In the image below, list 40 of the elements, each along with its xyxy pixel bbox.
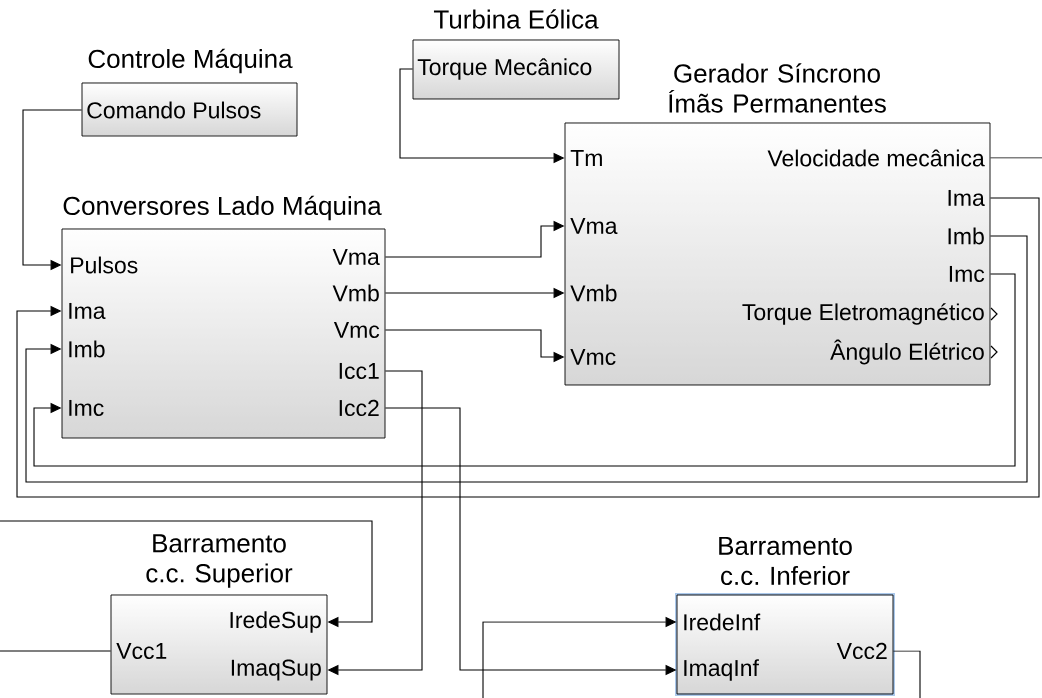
port-label: Comando Pulsos bbox=[87, 101, 261, 119]
port-label: Torque Mecânico bbox=[417, 58, 592, 80]
port-label: Vma bbox=[570, 217, 618, 234]
block-title: Barramento c.c. Superior bbox=[146, 534, 293, 588]
port-label: Vma bbox=[332, 248, 380, 265]
block-title: Conversores Lado Máquina bbox=[63, 195, 382, 221]
port-label: Torque Eletromagnético bbox=[742, 303, 984, 325]
port-label: Imb bbox=[69, 340, 105, 358]
port-label: Ima bbox=[948, 189, 985, 206]
port-label: Velocidade mecânica bbox=[767, 149, 985, 167]
port-label: Imb bbox=[948, 227, 984, 245]
port-label: Imc bbox=[949, 265, 985, 282]
port-label: Vcc2 bbox=[836, 642, 887, 660]
port-label: IredeInf bbox=[684, 613, 761, 631]
port-label: Imc bbox=[69, 399, 104, 416]
port-label: Vcc1 bbox=[116, 642, 167, 659]
port-label: Vmb bbox=[332, 284, 379, 302]
port-label: Icc1 bbox=[339, 362, 379, 379]
port-label: Icc2 bbox=[339, 399, 379, 417]
signal-line bbox=[33, 273, 1016, 467]
port-label: Vmc bbox=[333, 321, 380, 338]
signal-line bbox=[989, 157, 1042, 159]
port-label: Ima bbox=[69, 302, 106, 319]
signal-line bbox=[892, 650, 921, 698]
port-label: IredeSup bbox=[230, 611, 321, 633]
port-label: Tm bbox=[570, 150, 602, 166]
signal-line bbox=[0, 520, 373, 628]
port-label: ImaqInf bbox=[684, 659, 759, 681]
signal-line bbox=[25, 235, 1028, 483]
port-label: Vmc bbox=[570, 348, 616, 365]
block-title: Turbina Eólica bbox=[433, 9, 599, 29]
signal-line bbox=[0, 650, 112, 652]
port-label: Pulsos bbox=[71, 256, 138, 274]
block-title: Gerador Síncrono Ímãs Permanentes bbox=[669, 63, 886, 113]
block-title: Barramento c.c. Inferior bbox=[719, 536, 852, 586]
port-label: Vmb bbox=[570, 284, 617, 302]
block-title: Controle Máquina bbox=[88, 48, 293, 74]
port-label: ImaqSup bbox=[231, 659, 321, 681]
port-label: Ângulo Elétrico bbox=[830, 339, 984, 365]
signal-line bbox=[16, 197, 1040, 498]
